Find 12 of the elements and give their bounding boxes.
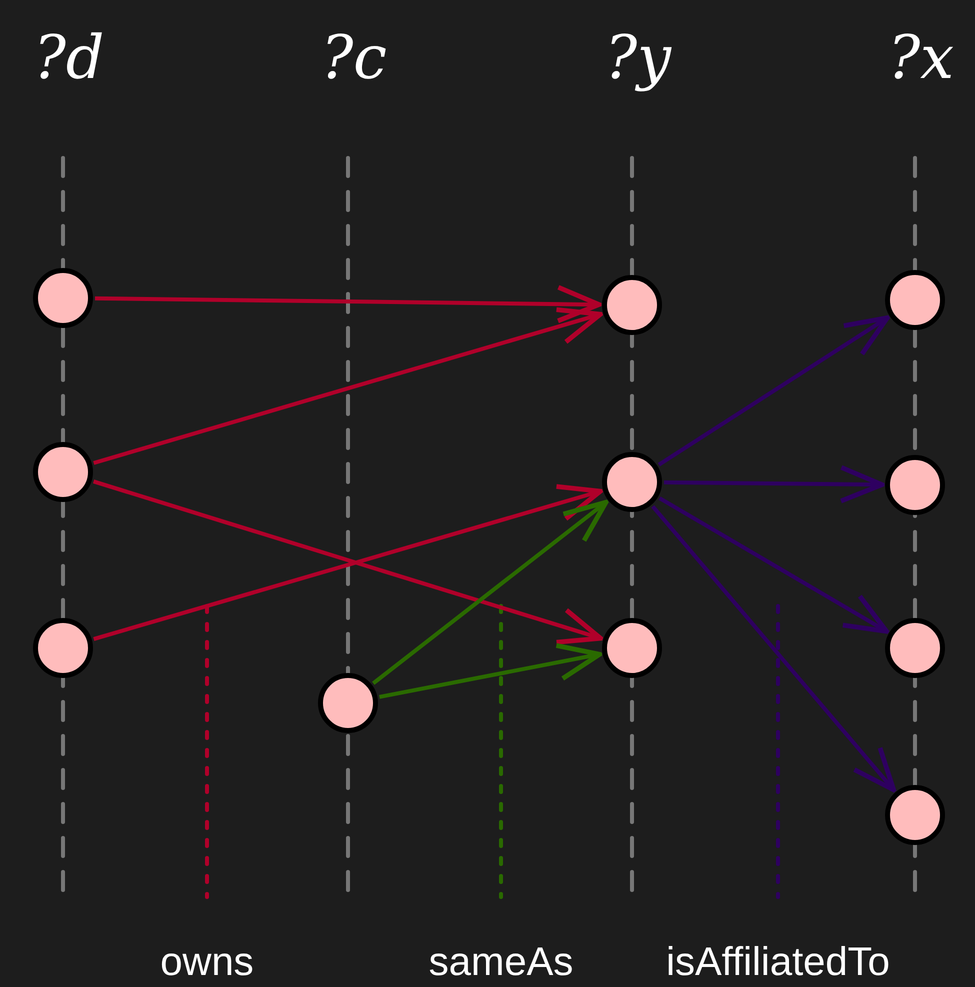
legend-label: isAffiliatedTo (666, 942, 890, 982)
arrow (651, 505, 896, 792)
column-header: ?x (888, 28, 954, 88)
column-header: ?c (321, 28, 387, 88)
arrow (94, 284, 602, 324)
legend-label: sameAs (428, 942, 574, 982)
legend-label: owns (160, 942, 254, 982)
arrow (379, 643, 602, 699)
arrow (372, 500, 608, 685)
column-header: ?d (34, 28, 104, 88)
arrow (664, 465, 884, 504)
arrow (93, 307, 603, 465)
